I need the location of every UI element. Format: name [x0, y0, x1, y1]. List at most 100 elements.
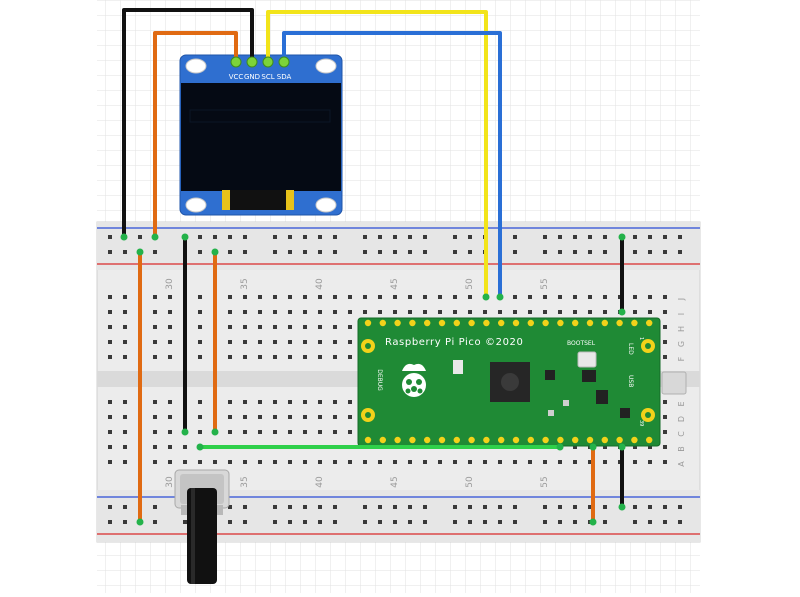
pico-pin-pad[interactable]	[601, 319, 608, 327]
breadboard-hole[interactable]	[393, 310, 397, 314]
breadboard-hole[interactable]	[273, 505, 277, 509]
breadboard-hole[interactable]	[288, 505, 292, 509]
breadboard-hole[interactable]	[393, 235, 397, 239]
breadboard-hole[interactable]	[453, 235, 457, 239]
oled-pin-sda[interactable]	[278, 56, 290, 68]
breadboard-hole[interactable]	[468, 505, 472, 509]
breadboard-hole[interactable]	[273, 235, 277, 239]
breadboard-hole[interactable]	[663, 460, 667, 464]
breadboard-hole[interactable]	[633, 295, 637, 299]
breadboard-hole[interactable]	[543, 505, 547, 509]
breadboard-hole[interactable]	[153, 325, 157, 329]
pico-pin-pad[interactable]	[572, 319, 579, 327]
breadboard-hole[interactable]	[663, 235, 667, 239]
breadboard-hole[interactable]	[288, 250, 292, 254]
breadboard-hole[interactable]	[123, 430, 127, 434]
breadboard-hole[interactable]	[588, 460, 592, 464]
breadboard-hole[interactable]	[123, 325, 127, 329]
breadboard-hole[interactable]	[318, 340, 322, 344]
breadboard-hole[interactable]	[228, 505, 232, 509]
breadboard-hole[interactable]	[123, 520, 127, 524]
breadboard-hole[interactable]	[168, 430, 172, 434]
breadboard-hole[interactable]	[573, 520, 577, 524]
breadboard-hole[interactable]	[198, 430, 202, 434]
breadboard-hole[interactable]	[663, 340, 667, 344]
breadboard-hole[interactable]	[378, 235, 382, 239]
breadboard-hole[interactable]	[498, 520, 502, 524]
pico-pin-pad[interactable]	[379, 319, 386, 327]
pico-pin-pad[interactable]	[483, 319, 490, 327]
breadboard-hole[interactable]	[633, 520, 637, 524]
breadboard-hole[interactable]	[573, 445, 577, 449]
breadboard-hole[interactable]	[168, 355, 172, 359]
breadboard-hole[interactable]	[333, 505, 337, 509]
breadboard-hole[interactable]	[393, 520, 397, 524]
breadboard-hole[interactable]	[228, 295, 232, 299]
breadboard-hole[interactable]	[258, 355, 262, 359]
breadboard-hole[interactable]	[153, 415, 157, 419]
breadboard-hole[interactable]	[303, 340, 307, 344]
breadboard-hole[interactable]	[573, 295, 577, 299]
breadboard-hole[interactable]	[153, 250, 157, 254]
breadboard-hole[interactable]	[513, 310, 517, 314]
breadboard-hole[interactable]	[663, 250, 667, 254]
breadboard-hole[interactable]	[108, 235, 112, 239]
breadboard-hole[interactable]	[153, 520, 157, 524]
breadboard-hole[interactable]	[468, 250, 472, 254]
breadboard-hole[interactable]	[228, 340, 232, 344]
breadboard-hole[interactable]	[363, 295, 367, 299]
breadboard-hole[interactable]	[123, 400, 127, 404]
breadboard-hole[interactable]	[483, 310, 487, 314]
breadboard-hole[interactable]	[288, 415, 292, 419]
breadboard-hole[interactable]	[333, 400, 337, 404]
breadboard-hole[interactable]	[213, 235, 217, 239]
breadboard-hole[interactable]	[438, 460, 442, 464]
breadboard-hole[interactable]	[153, 295, 157, 299]
breadboard-hole[interactable]	[393, 250, 397, 254]
breadboard-hole[interactable]	[468, 295, 472, 299]
breadboard-hole[interactable]	[363, 520, 367, 524]
breadboard-hole[interactable]	[333, 235, 337, 239]
breadboard-hole[interactable]	[408, 295, 412, 299]
breadboard-hole[interactable]	[558, 250, 562, 254]
breadboard-hole[interactable]	[663, 400, 667, 404]
breadboard-hole[interactable]	[423, 250, 427, 254]
breadboard-hole[interactable]	[378, 310, 382, 314]
breadboard-hole[interactable]	[288, 295, 292, 299]
breadboard-hole[interactable]	[588, 235, 592, 239]
breadboard-hole[interactable]	[453, 250, 457, 254]
breadboard-hole[interactable]	[588, 250, 592, 254]
breadboard-hole[interactable]	[288, 310, 292, 314]
breadboard-hole[interactable]	[183, 445, 187, 449]
breadboard-hole[interactable]	[363, 310, 367, 314]
breadboard-hole[interactable]	[348, 340, 352, 344]
breadboard-hole[interactable]	[258, 400, 262, 404]
breadboard-hole[interactable]	[438, 295, 442, 299]
breadboard-hole[interactable]	[318, 400, 322, 404]
breadboard-hole[interactable]	[303, 250, 307, 254]
breadboard-hole[interactable]	[198, 235, 202, 239]
breadboard-hole[interactable]	[243, 310, 247, 314]
breadboard-hole[interactable]	[453, 520, 457, 524]
breadboard-hole[interactable]	[453, 460, 457, 464]
wire-blue-sda[interactable]	[282, 31, 502, 297]
breadboard-hole[interactable]	[468, 520, 472, 524]
breadboard-hole[interactable]	[573, 235, 577, 239]
pico-pin-pad[interactable]	[527, 319, 534, 327]
breadboard-hole[interactable]	[348, 310, 352, 314]
pico-pin-pad[interactable]	[498, 436, 505, 444]
breadboard-hole[interactable]	[603, 250, 607, 254]
breadboard-hole[interactable]	[543, 295, 547, 299]
breadboard-hole[interactable]	[663, 445, 667, 449]
pico-pin-pad[interactable]	[498, 319, 505, 327]
breadboard-hole[interactable]	[168, 460, 172, 464]
breadboard-hole[interactable]	[543, 520, 547, 524]
breadboard-hole[interactable]	[108, 505, 112, 509]
oled-pin-gnd[interactable]	[246, 56, 258, 68]
breadboard-hole[interactable]	[228, 325, 232, 329]
pico-pin-pad[interactable]	[438, 436, 446, 444]
breadboard-hole[interactable]	[453, 310, 457, 314]
breadboard-hole[interactable]	[603, 505, 607, 509]
breadboard-hole[interactable]	[108, 430, 112, 434]
breadboard-hole[interactable]	[198, 310, 202, 314]
